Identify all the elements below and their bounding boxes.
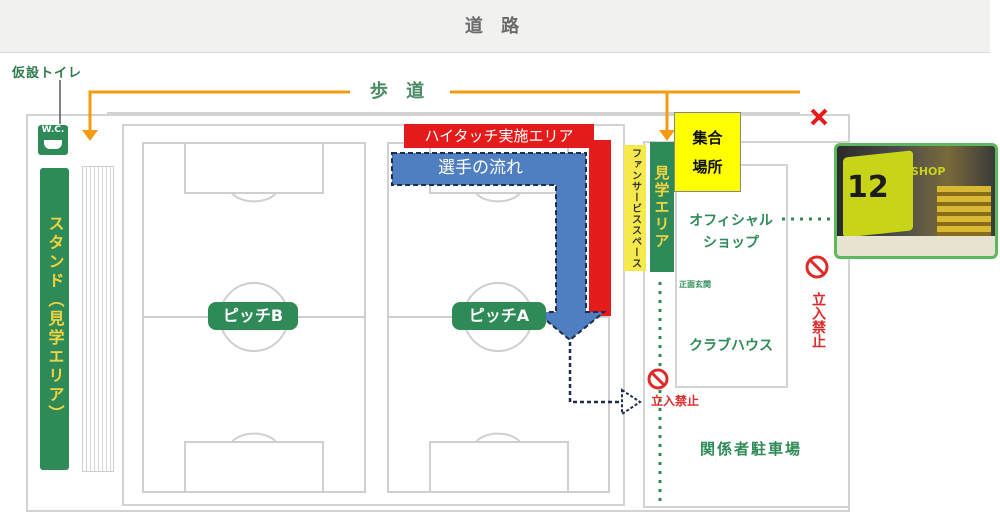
player-flow-arrow: [391, 152, 607, 342]
no-entry-label-horizontal: 立入禁止: [651, 394, 700, 408]
road-label: 道 路: [464, 16, 526, 37]
temporary-toilet-label: 仮設トイレ: [12, 66, 83, 81]
road-band: [0, 0, 990, 53]
no-entry-icon: [805, 255, 829, 279]
official-shop-line-1: オフィシャル: [689, 213, 773, 229]
no-entry-label-vertical: 立入禁止: [808, 292, 828, 352]
shop-photo-sign-text: ONE SHOP: [881, 165, 946, 178]
arrow-down-icon: [82, 130, 98, 141]
fan-service-label: ファンサービススペース: [629, 147, 641, 269]
clubhouse-label: クラブハウス: [689, 338, 773, 354]
meeting-point-box: 集合 場所: [674, 112, 741, 192]
no-entry-text-vertical: 立入禁止: [810, 292, 826, 348]
arrow-down-icon: [659, 130, 675, 141]
pitch-a-label: ピッチA: [452, 302, 546, 330]
no-entry-icon: [647, 368, 669, 390]
stand-label: スタンド（見学エリア）: [45, 214, 65, 424]
viewing-area-box: 見学エリア: [650, 142, 674, 272]
wc-label: W.C.: [41, 125, 65, 135]
shop-photo-floor: [837, 236, 995, 256]
wc-icon: W.C.: [38, 125, 68, 155]
high-touch-area-label: ハイタッチ実施エリア: [404, 124, 594, 148]
walkway-label: 歩 道: [350, 80, 450, 104]
walkway-arrow-left: [88, 90, 350, 132]
fan-service-space: ファンサービススペース: [624, 145, 646, 271]
exit-arrowhead: [621, 388, 642, 416]
viewing-area-label: 見学エリア: [652, 164, 671, 250]
meeting-point-label-1: 集合: [692, 129, 723, 147]
player-flow-label: 選手の流れ: [438, 158, 523, 178]
meeting-point-label-2: 場所: [692, 158, 723, 176]
right-zone-boundary: [643, 141, 850, 508]
shop-photo: 12 ONE SHOP: [834, 143, 998, 259]
staff-parking-label: 関係者駐車場: [700, 440, 803, 458]
stand-viewing-area: スタンド（見学エリア）: [40, 168, 69, 470]
stand-seats: [82, 166, 114, 472]
shop-photo-sign-number: 12: [847, 170, 889, 205]
x-mark-icon: [810, 108, 828, 126]
official-shop-label: オフィシャル ショップ: [676, 210, 786, 254]
pitch-area-boundary: [122, 124, 625, 506]
exit-path: [568, 342, 624, 404]
high-touch-strip: [589, 140, 611, 316]
pitch-b-label: ピッチB: [208, 302, 298, 330]
main-entrance-label: 正面玄関: [679, 280, 711, 289]
official-shop-line-2: ショップ: [703, 235, 759, 251]
